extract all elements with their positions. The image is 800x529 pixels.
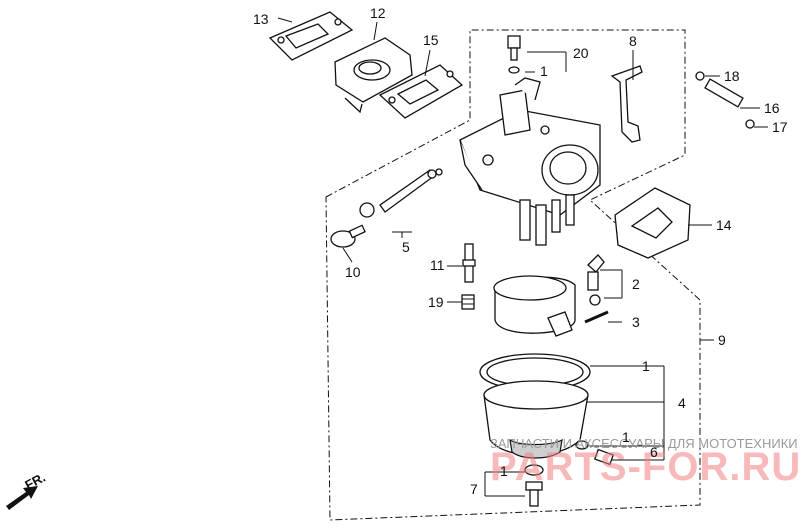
label-11: 11: [430, 257, 445, 273]
gasket-14: [614, 187, 691, 259]
label-6: 6: [650, 444, 658, 460]
label-1-top: 1: [540, 63, 548, 79]
label-4: 4: [678, 395, 686, 411]
watermark-brand: PARTS-FOR.RU: [490, 445, 800, 489]
float: [493, 275, 576, 337]
label-8: 8: [629, 33, 637, 49]
gasket-15: [378, 64, 464, 119]
label-14: 14: [716, 217, 732, 233]
label-17: 17: [772, 119, 788, 135]
carburetor-body: [459, 77, 601, 246]
idle-screw-set: [695, 71, 755, 129]
assembly-boundary: [325, 29, 701, 521]
label-7: 7: [470, 481, 478, 497]
float-valve-2: [587, 254, 605, 306]
insulator-12: [334, 37, 413, 114]
main-jet-11: [462, 243, 476, 283]
label-3: 3: [632, 314, 640, 330]
watermark-caption: ЗАПЧАСТИ И АКСЕССУАРЫ ДЛЯ МОТОТЕХНИКИ: [490, 436, 798, 451]
front-direction-arrow-icon: FR.: [6, 470, 48, 510]
label-2: 2: [632, 276, 640, 292]
float-pin-3: [584, 310, 609, 324]
gasket-13: [268, 11, 354, 61]
drain-screw-6: [575, 440, 615, 466]
float-chamber-4: [483, 380, 589, 459]
leader-lines: [277, 17, 768, 497]
label-1-chamber: 1: [642, 358, 650, 374]
label-13: 13: [253, 11, 269, 27]
label-12: 12: [370, 5, 386, 21]
label-16: 16: [764, 100, 780, 116]
label-1-drain: 1: [622, 429, 630, 445]
label-18: 18: [724, 68, 740, 84]
label-1-bottom: 1: [500, 463, 508, 479]
label-15: 15: [423, 32, 439, 48]
slow-jet-19: [461, 294, 475, 310]
throttle-stop-screw-5: [359, 168, 443, 218]
screw-20: [507, 35, 521, 74]
screw-10: [330, 224, 366, 248]
bolt-7: [525, 481, 543, 507]
label-10: 10: [345, 264, 361, 280]
label-20: 20: [573, 45, 589, 61]
float-chamber-gasket-1: [479, 353, 591, 391]
choke-lever-8: [610, 65, 643, 143]
label-9: 9: [718, 332, 726, 348]
label-19: 19: [428, 294, 444, 310]
label-5: 5: [402, 239, 410, 255]
washer-1: [524, 464, 544, 476]
